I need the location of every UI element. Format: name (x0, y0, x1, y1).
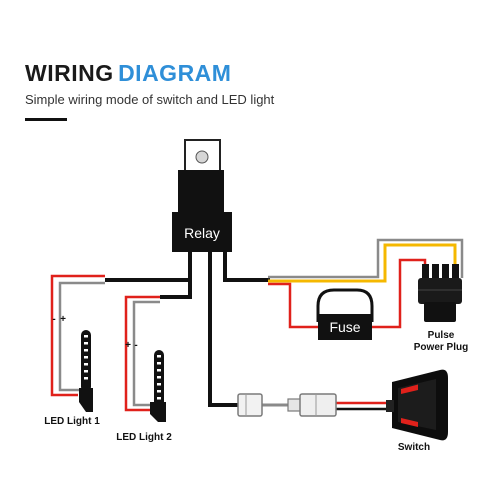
led1-chip (84, 342, 88, 345)
switch-connector-female (237, 393, 263, 417)
wires (50, 238, 464, 412)
plug-pin-4 (452, 264, 459, 280)
plug-body (418, 278, 462, 304)
led-light-2: + - LED Light 2 (116, 340, 172, 443)
led2-mount-bracket (150, 402, 166, 422)
plug-pin-2 (432, 264, 439, 280)
wire-black-fuse-holder (316, 288, 374, 322)
female-connector-body (237, 393, 263, 417)
led1-chip (84, 377, 88, 380)
led1-chips (84, 335, 88, 380)
led1-chip (84, 349, 88, 352)
led-light-1: - + LED Light 1 (44, 314, 100, 427)
relay-body (172, 212, 232, 252)
page-subtitle: Simple wiring mode of switch and LED lig… (25, 92, 275, 107)
led1-chip (84, 335, 88, 338)
plug-nose (424, 302, 456, 322)
led1-mount-bracket (79, 388, 93, 412)
plug-pin-3 (442, 264, 449, 280)
led2-chip (157, 369, 161, 372)
rocker-switch: Switch (386, 369, 448, 453)
led2-negative-sign: - (134, 340, 137, 351)
fuse-label: Fuse (329, 319, 360, 335)
led2-chip (157, 390, 161, 393)
wire-red-led1 (50, 274, 105, 397)
title-diagram: DIAGRAM (118, 60, 232, 86)
male-connector-body (299, 393, 337, 417)
fuse-body (318, 314, 372, 340)
led2-chips (157, 355, 161, 400)
plug-pin-1 (422, 264, 429, 280)
led1-chip (84, 356, 88, 359)
switch-connector-male (287, 393, 337, 417)
led2-chip (157, 362, 161, 365)
wire-black-switch-run (208, 240, 240, 407)
led1-bar (81, 330, 91, 392)
led1-positive-sign: + (60, 314, 66, 325)
wire-red-led2 (124, 295, 160, 412)
led2-chip (157, 383, 161, 386)
led2-chip (157, 355, 161, 358)
switch-accent-bottom (401, 418, 418, 427)
led1-label: LED Light 1 (44, 416, 100, 427)
title-wiring: WIRING (25, 60, 114, 86)
wire-gray-led2 (132, 300, 160, 407)
title-underline (25, 118, 67, 121)
led2-label: LED Light 2 (116, 432, 172, 443)
led2-positive-sign: + (125, 340, 131, 351)
switch-terminal (386, 400, 394, 412)
led2-chip (157, 397, 161, 400)
wire-yellow-plug (268, 243, 457, 283)
wire-red-fuse-out (372, 258, 427, 329)
switch-label: Switch (398, 442, 430, 453)
plug-label-line1: Pulse (428, 330, 455, 341)
relay: Relay (172, 139, 232, 252)
pulse-power-plug: Pulse Power Plug (414, 264, 468, 353)
relay-top-block (178, 170, 224, 212)
relay-mount-hole (195, 150, 209, 164)
wire-black-right-branch (223, 240, 270, 282)
led1-chip (84, 370, 88, 373)
switch-accent-top (401, 384, 418, 394)
page-title: WIRING DIAGRAM (25, 60, 231, 87)
wire-red-fuse-in (268, 282, 318, 329)
wire-black-led2-branch (160, 288, 192, 299)
fuse: Fuse (318, 314, 372, 340)
led1-negative-sign: - (52, 314, 55, 325)
plug-label-line2: Power Plug (414, 342, 468, 353)
led2-bar (154, 350, 164, 408)
relay-label: Relay (184, 225, 220, 241)
wire-gray-led1 (58, 281, 105, 392)
led1-chip (84, 363, 88, 366)
led2-chip (157, 376, 161, 379)
wire-gray-plug (268, 238, 464, 279)
